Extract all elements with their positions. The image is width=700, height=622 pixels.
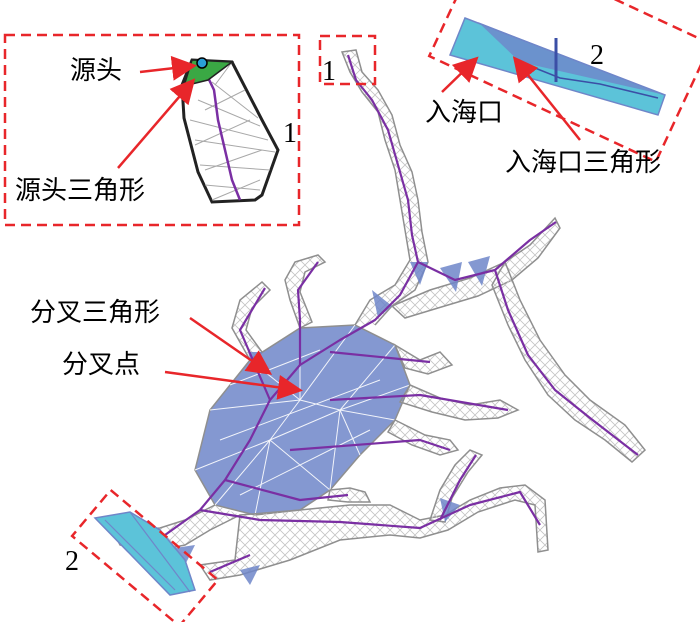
inset-2-number: 2 [590,42,604,70]
source-label: 源头 [70,58,122,84]
estuary-triangle-label: 入海口三角形 [505,150,661,176]
lake-body [195,325,410,515]
source-point [197,58,207,68]
east-loop-channel [492,262,645,462]
branch-triangle-label: 分叉三角形 [30,300,160,326]
zoom-1-number: 1 [322,58,336,86]
southeast-branch [328,488,370,502]
northwest-branch [285,255,325,328]
west-branch [232,282,270,360]
estuary-label: 入海口 [425,100,503,126]
estuary-inset [429,0,700,162]
source-triangle-label: 源头三角形 [15,178,145,204]
inset-1-number: 1 [283,120,297,148]
zoom-2-number: 2 [65,548,79,576]
north-channel [342,50,428,325]
branch-point-label: 分叉点 [62,352,140,378]
